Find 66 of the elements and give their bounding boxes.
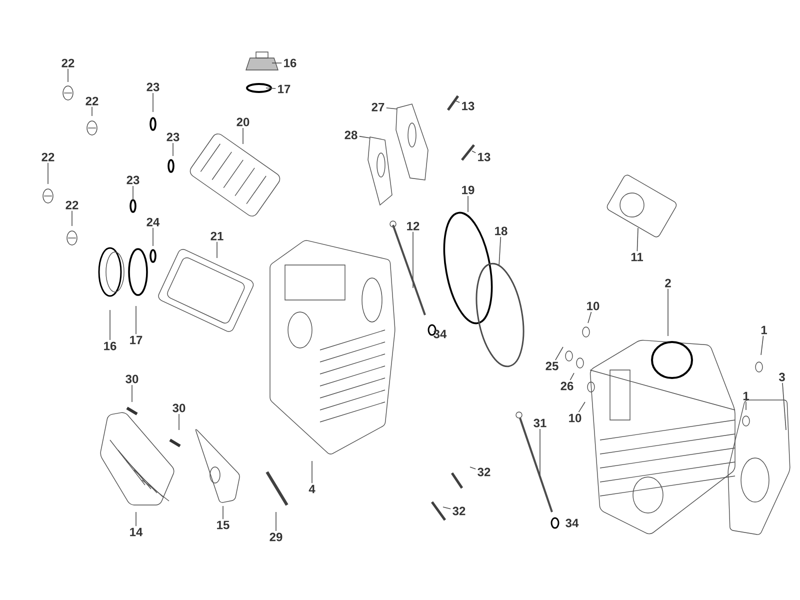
leader-line [358, 136, 370, 138]
callout-number: 30 [172, 404, 186, 412]
leader-line [498, 236, 502, 266]
callout-number: 22 [86, 96, 98, 106]
leader-line [266, 88, 276, 89]
callout-number: 15 [217, 520, 230, 530]
leader-line [472, 150, 476, 154]
callout-number: 34 [566, 518, 579, 528]
leader-line [152, 92, 154, 112]
callout-number: 1 [761, 326, 767, 334]
callout-number: 24 [146, 218, 160, 226]
leader-line [132, 186, 134, 200]
leader-line [782, 382, 786, 430]
leader-line [578, 402, 586, 412]
callout-number: 26 [560, 382, 574, 390]
leader-line [178, 414, 180, 430]
callout-number: 21 [210, 232, 224, 240]
callout-number: 31 [534, 418, 546, 428]
callout-number: 11 [631, 252, 644, 262]
leader-line [456, 100, 460, 103]
leader-line [588, 312, 592, 324]
leader-line [222, 506, 224, 520]
callout-number: 16 [104, 342, 116, 350]
callout-number: 16 [284, 58, 296, 68]
callout-number: 22 [42, 152, 54, 162]
callout-number: 2 [665, 278, 671, 288]
leader-line [242, 128, 244, 144]
leader-line [386, 107, 398, 110]
callout-number: 14 [130, 528, 143, 536]
leader-line [636, 228, 638, 252]
callout-number: 13 [478, 152, 490, 162]
leader-line [442, 506, 452, 510]
leader-line [570, 372, 574, 380]
callout-number: 4 [308, 484, 316, 494]
callout-number: 32 [478, 468, 490, 476]
callout-number: 17 [278, 84, 290, 94]
callout-number: 23 [166, 132, 180, 142]
leader-line [272, 62, 282, 64]
callout-number: 30 [126, 374, 138, 384]
leader-line [152, 228, 154, 246]
callout-number: 22 [66, 200, 78, 210]
callout-number: 28 [344, 130, 358, 140]
callout-number: 20 [236, 118, 250, 126]
leader-line [172, 142, 174, 156]
callout-number: 34 [434, 330, 447, 338]
leader-line [760, 335, 764, 356]
leader-line [412, 232, 414, 288]
callout-number: 23 [126, 176, 140, 184]
callout-number: 32 [452, 506, 466, 516]
callout-number: 3 [778, 372, 785, 382]
callout-number: 22 [62, 58, 74, 68]
callout-number: 13 [462, 102, 474, 110]
leader-line [470, 466, 476, 470]
callout-number: 23 [146, 82, 160, 92]
callout-number: 1 [743, 392, 749, 400]
callout-number: 10 [587, 302, 600, 310]
callout-number: 10 [569, 414, 582, 422]
callout-number: 29 [270, 532, 282, 542]
leader-line [555, 346, 564, 360]
leader-line [216, 242, 218, 258]
callout-number: 18 [495, 226, 508, 236]
callout-number: 27 [372, 102, 384, 112]
callout-number: 17 [130, 336, 142, 344]
callout-number: 25 [546, 362, 558, 370]
callout-number: 19 [462, 186, 474, 194]
callout-number: 12 [407, 222, 420, 230]
